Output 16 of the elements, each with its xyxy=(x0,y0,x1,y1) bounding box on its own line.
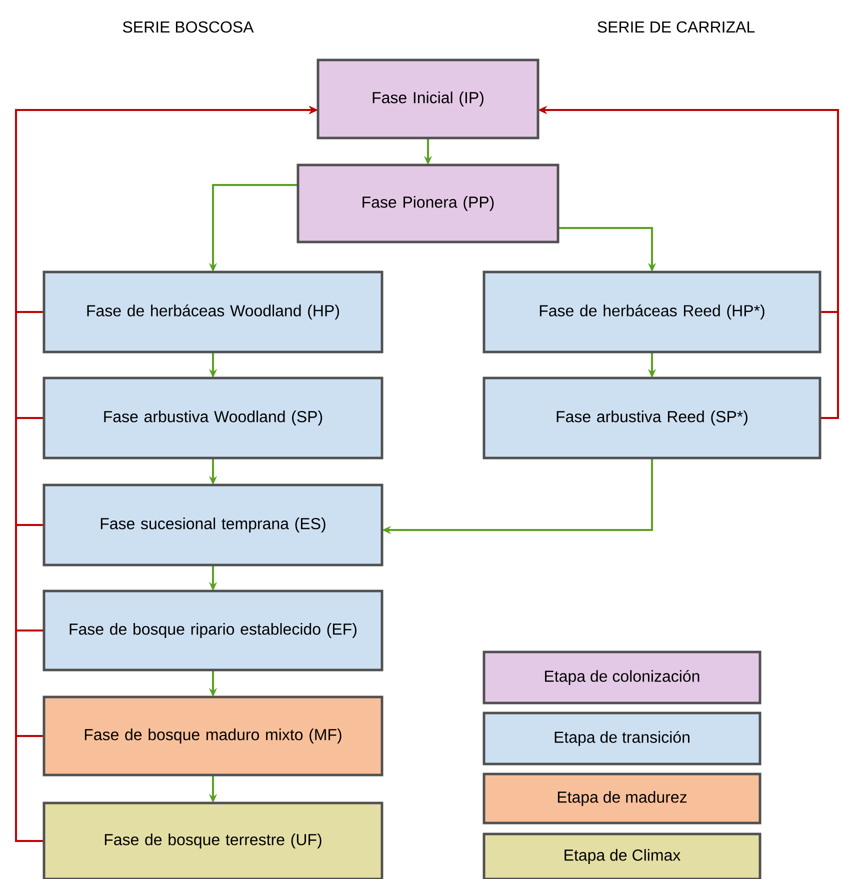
process-box: Fase Pionera (PP) xyxy=(296,164,560,244)
legend-item: Etapa de colonización xyxy=(482,650,762,704)
process-box: Fase arbustiva Reed (SP*) xyxy=(482,376,822,460)
legend-item: Etapa de Climax xyxy=(482,832,762,879)
process-box: Fase de bosque terrestre (UF) xyxy=(42,802,384,879)
series-heading: SERIE DE CARRIZAL xyxy=(598,21,755,33)
process-box: Fase de bosque ripario establecido (EF) xyxy=(42,590,384,672)
series-heading: SERIE BOSCOSA xyxy=(122,21,254,33)
legend-item: Etapa de madurez xyxy=(482,772,762,824)
process-box: Fase de herbáceas Reed (HP*) xyxy=(482,270,822,354)
process-box: Fase de bosque maduro mixto (MF) xyxy=(42,696,384,776)
process-box: Fase sucesional temprana (ES) xyxy=(42,484,384,566)
process-box: Fase arbustiva Woodland (SP) xyxy=(42,376,384,460)
process-box: Fase de herbáceas Woodland (HP) xyxy=(42,270,384,354)
legend-item: Etapa de transición xyxy=(482,712,762,766)
process-box: Fase Inicial (IP) xyxy=(316,58,540,140)
